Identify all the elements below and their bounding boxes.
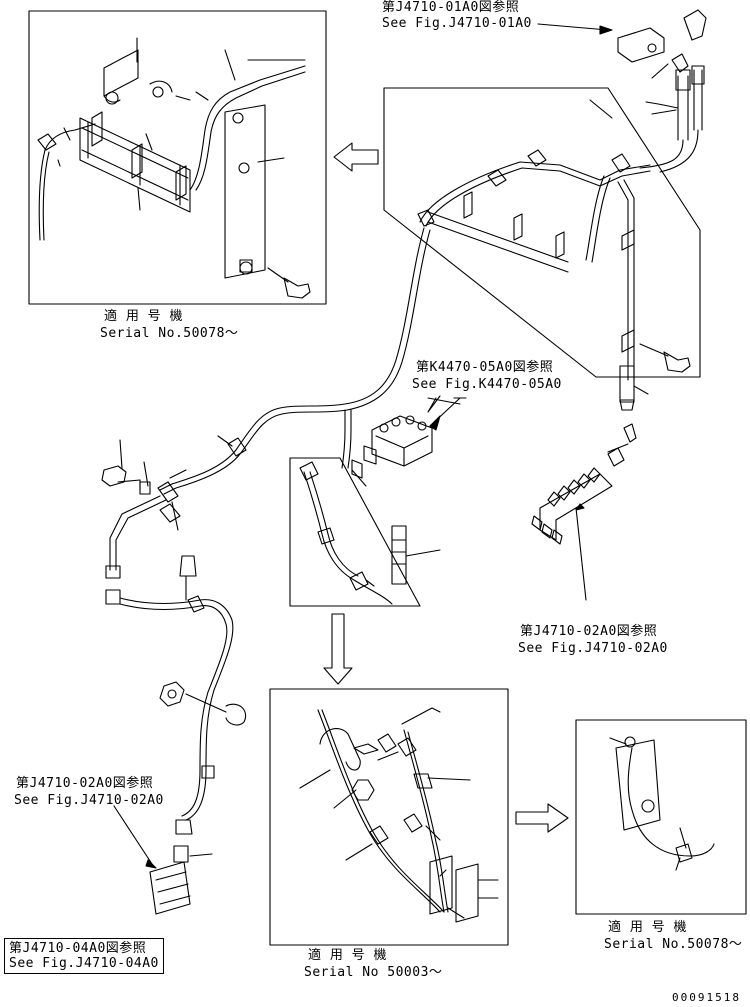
ref-middle-line2: See Fig.K4470-05A0 bbox=[412, 377, 562, 392]
inset-bottom-center-label-line2: Serial No 50003～ bbox=[304, 965, 443, 980]
ref-right-middle-line2: See Fig.J4710-02A0 bbox=[518, 641, 668, 656]
inset-bottom-right-label-line2: Serial No.50078～ bbox=[604, 937, 743, 952]
arrow-down-to-inset bbox=[323, 613, 353, 685]
drawing-number: 00091518 bbox=[672, 991, 741, 1004]
ref-bottom-left-line1: 第J4710-04A0図参照 bbox=[9, 941, 147, 956]
ref-right-middle-line1: 第J4710-02A0図参照 bbox=[520, 624, 658, 639]
reference-arrow-j4710-01a0 bbox=[537, 23, 613, 35]
left-tube-route bbox=[101, 435, 246, 915]
inset-middle bbox=[289, 457, 441, 607]
reference-arrow-k4470-05a0 bbox=[429, 397, 461, 431]
main-assembly bbox=[383, 9, 707, 467]
ref-top-right-line1: 第J4710-01A0図参照 bbox=[382, 0, 520, 15]
inset-top-left-label-line1: 適 用 号 機 bbox=[104, 309, 183, 324]
inset-bottom-right-label-line1: 適 用 号 機 bbox=[608, 920, 687, 935]
arrow-to-top-left-inset bbox=[333, 142, 379, 172]
ref-top-right-line2: See Fig.J4710-01A0 bbox=[382, 16, 532, 31]
inset-bottom-center-label-line1: 適 用 号 機 bbox=[308, 948, 387, 963]
ref-bottom-left-boxed: 第J4710-04A0図参照 See Fig.J4710-04A0 bbox=[4, 938, 164, 974]
inset-top-left bbox=[28, 10, 327, 305]
ref-bottom-left-line2: See Fig.J4710-04A0 bbox=[9, 956, 159, 971]
ref-middle-line1: 第K4470-05A0図参照 bbox=[416, 360, 554, 375]
arrow-to-bottom-right-inset bbox=[515, 803, 569, 833]
ref-left-lower-line1: 第J4710-02A0図参照 bbox=[16, 776, 154, 791]
inset-top-left-label-line2: Serial No.50078～ bbox=[100, 326, 239, 341]
right-manifold bbox=[531, 443, 629, 601]
ref-left-lower-line2: See Fig.J4710-02A0 bbox=[14, 793, 164, 808]
inset-bottom-right bbox=[575, 719, 747, 915]
inset-bottom-center bbox=[269, 688, 509, 946]
